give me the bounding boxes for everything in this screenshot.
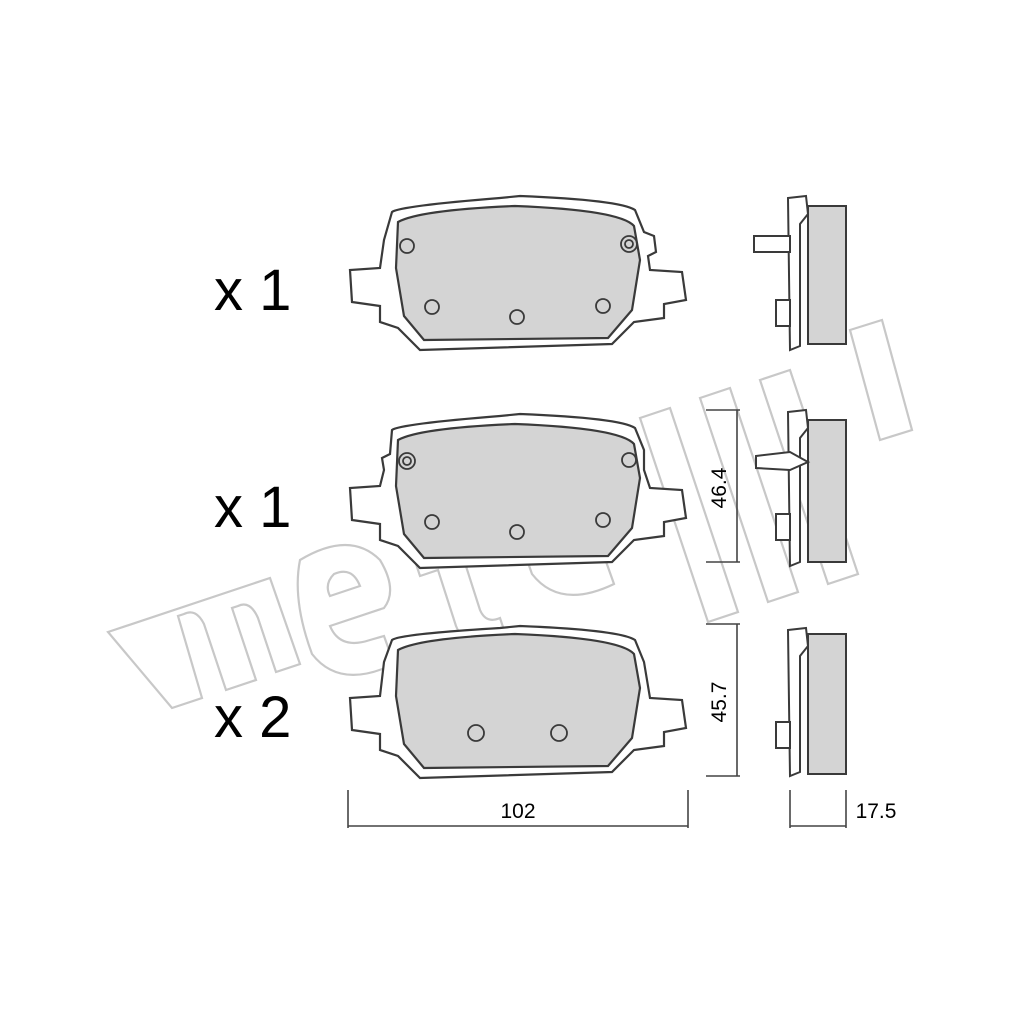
pad-1-quantity: x 1 (214, 258, 291, 323)
pad-3-front-view (348, 624, 688, 780)
pad-1-side-view (753, 194, 847, 352)
pad-2-quantity: x 1 (214, 475, 291, 540)
height-dimension-2-label: 45.7 (708, 682, 731, 723)
pad-2-side-view (755, 408, 847, 568)
pad-1-front-view (348, 194, 688, 352)
thickness-dimension (789, 790, 847, 828)
width-dimension-label: 102 (500, 800, 535, 823)
width-dimension (347, 790, 689, 828)
thickness-dimension-label: 17.5 (856, 800, 897, 823)
pad-3-side-view (775, 626, 847, 778)
height-dimension-1-label: 46.4 (708, 467, 731, 508)
height-dimension-2 (706, 623, 740, 777)
height-dimension-1 (706, 409, 740, 563)
pad-3-quantity: x 2 (214, 685, 291, 750)
pad-2-front-view (348, 412, 688, 570)
